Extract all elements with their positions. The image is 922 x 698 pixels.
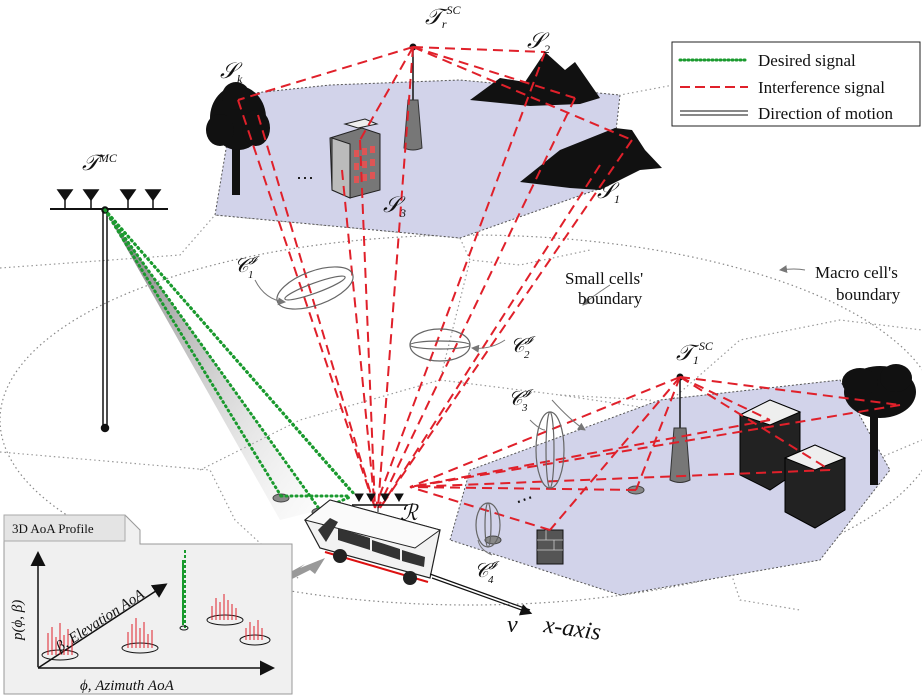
tower-mc-label: 𝒯MC <box>82 150 118 175</box>
interference-rays-top <box>237 46 633 509</box>
mountain-s1 <box>520 128 662 190</box>
inset-x-label: ϕ, Azimuth AoA <box>80 678 175 694</box>
inset-title: 3D AoA Profile <box>12 521 94 536</box>
scatterer-s1-label: 𝒮1 <box>597 178 620 206</box>
interference-rays-right <box>409 376 901 531</box>
legend-motion-label: Direction of motion <box>758 104 894 123</box>
desired-signal-rays <box>103 208 357 512</box>
legend <box>671 41 921 127</box>
x-axis-label: x-axis <box>541 612 602 646</box>
legend-interference-label: Interference signal <box>758 78 885 97</box>
small-cells-boundary-label-1: Small cells' <box>565 269 643 288</box>
brick-wall <box>536 529 564 565</box>
cluster-c1 <box>276 266 354 310</box>
tower-1sc-label: 𝒯1SC <box>676 339 714 367</box>
cluster-ellipses <box>276 266 565 548</box>
aoa-inset <box>3 514 293 695</box>
building-s3 <box>329 118 381 199</box>
macro-boundary-label-1: Macro cell's <box>815 263 898 282</box>
mountain-s2 <box>470 52 600 106</box>
dots-right: ⋯ <box>513 487 537 512</box>
motion-arrow <box>429 573 533 616</box>
macro-cell-boundary <box>0 234 922 606</box>
receiver-label: ℛ <box>400 500 419 525</box>
inset-y-label: p(ϕ, β) <box>10 600 26 641</box>
macro-beam <box>105 210 320 520</box>
tower-rsc-label: 𝒯rSC <box>425 3 462 31</box>
receiver-antenna <box>352 493 408 512</box>
bus <box>303 499 442 585</box>
macro-boundary-label-2: boundary <box>836 285 901 304</box>
small-cells-boundary-label-2: boundary <box>578 289 643 308</box>
velocity-label: v <box>507 612 518 638</box>
cluster-callouts <box>254 265 806 556</box>
inset-pointer-arrow <box>285 558 325 580</box>
tree-sk <box>206 82 270 195</box>
dots-top: ⋯ <box>296 168 314 188</box>
cluster-c2 <box>409 328 471 362</box>
scatterer-sk-label: 𝒮k <box>220 58 243 86</box>
scatterer-s2-label: 𝒮2 <box>527 28 550 56</box>
macro-tower <box>50 189 168 433</box>
legend-desired-label: Desired signal <box>758 51 856 70</box>
